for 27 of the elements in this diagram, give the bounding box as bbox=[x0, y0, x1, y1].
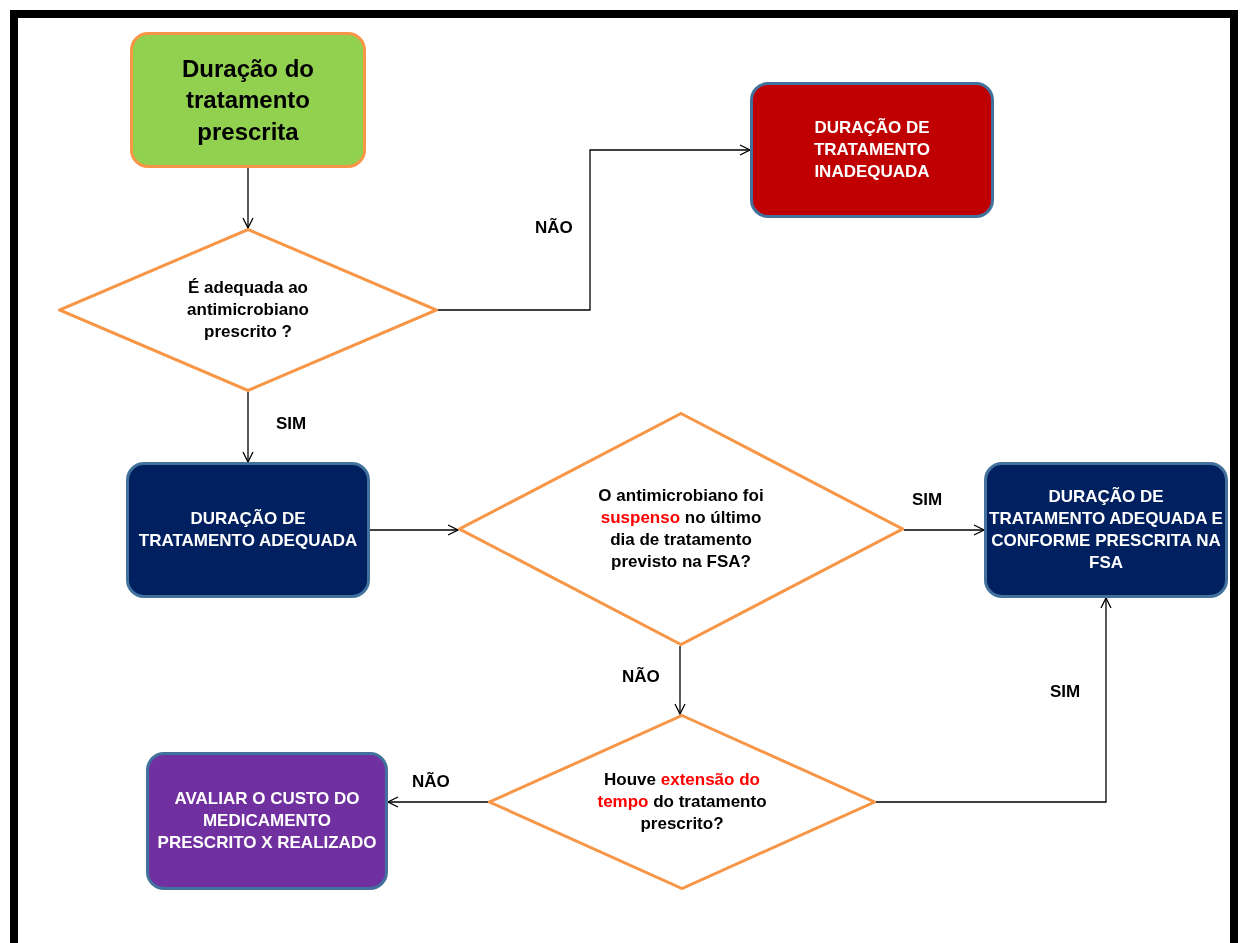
arrow bbox=[369, 524, 459, 536]
node-text: DURAÇÃO DE TRATAMENTO INADEQUADA bbox=[812, 116, 932, 184]
edge-label: NÃO bbox=[412, 772, 450, 792]
edge-label: SIM bbox=[276, 414, 307, 434]
node-text: É adequada ao antimicrobiano prescrito ? bbox=[186, 276, 310, 344]
process-box bbox=[750, 82, 994, 218]
arrow bbox=[242, 391, 254, 463]
edge-label: NÃO bbox=[535, 218, 573, 238]
node-text: O antimicrobiano foi suspenso no último dia de tratamento previsto na FSA? bbox=[597, 484, 765, 574]
process-box bbox=[146, 752, 388, 890]
edge-label: SIM bbox=[1050, 682, 1081, 702]
node-text: Houve extensão do tempo do tratamento prescrito? bbox=[597, 768, 767, 836]
node-text: AVALIAR O CUSTO DO MEDICAMENTO PRESCRITO X REALIZADO bbox=[156, 787, 378, 855]
arrow bbox=[875, 597, 1112, 803]
start-box bbox=[130, 32, 366, 168]
arrow bbox=[437, 144, 751, 311]
node-text: DURAÇÃO DE TRATAMENTO ADEQUADA bbox=[138, 507, 358, 552]
arrow bbox=[242, 167, 254, 229]
arrow bbox=[674, 645, 686, 715]
process-box bbox=[126, 462, 370, 598]
arrow bbox=[387, 796, 489, 808]
process-box bbox=[984, 462, 1228, 598]
arrow bbox=[903, 524, 985, 536]
node-text: DURAÇÃO DE TRATAMENTO ADEQUADA E CONFORME PRESCRITA NA FSA bbox=[988, 485, 1224, 575]
edge-label: SIM bbox=[912, 490, 943, 510]
node-text: Duração do tratamento prescrita bbox=[181, 54, 315, 147]
edge-label: NÃO bbox=[622, 667, 660, 687]
